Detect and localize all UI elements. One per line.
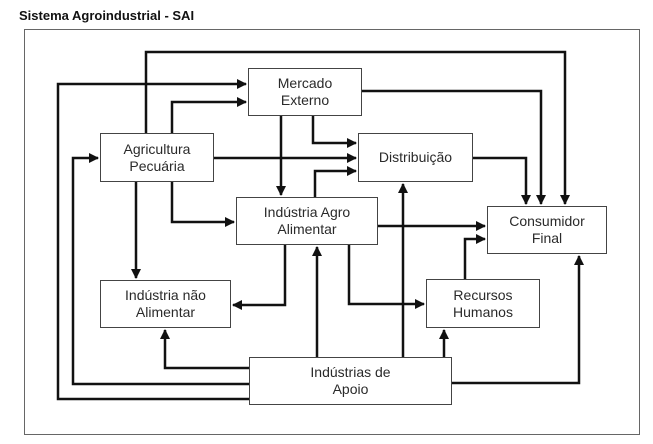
- diagram-frame: [24, 29, 640, 435]
- edge-mercado-distribuicao: [311, 116, 357, 148]
- edge-apoio-consumidor: [452, 255, 584, 385]
- node-consumidor-final: Consumidor Final: [487, 206, 607, 254]
- diagram-title: Sistema Agroindustrial - SAI: [19, 8, 195, 23]
- node-industria-agro-alimentar: Indústria Agro Alimentar: [236, 197, 378, 245]
- edge-apoio-mercado: [56, 79, 249, 401]
- edge-agricultura-consumidor: [144, 50, 570, 205]
- edge-agro-rh: [347, 245, 425, 309]
- node-label: Distribuição: [378, 149, 453, 165]
- edge-distribuicao-consumidor: [473, 156, 531, 205]
- edge-rh-consumidor: [463, 234, 486, 279]
- edge-agricultura-mercado: [170, 97, 247, 133]
- node-label: Indústrias de Apoio: [310, 364, 391, 397]
- node-label: Recursos Humanos: [453, 286, 513, 320]
- node-recursos-humanos: Recursos Humanos: [426, 279, 540, 328]
- edge-apoio-nao-alimentar: [160, 329, 249, 370]
- node-industria-nao-alimentar: Indústria não Alimentar: [100, 280, 231, 328]
- node-mercado-externo: Mercado Externo: [248, 68, 362, 116]
- node-label: Mercado Externo: [277, 75, 333, 108]
- edge-apoio-agricultura: [71, 153, 249, 386]
- edge-agricultura-agro: [170, 182, 235, 227]
- edge-agro-distribuicao: [313, 166, 357, 197]
- node-label: Indústria Agro Alimentar: [263, 204, 351, 237]
- edge-mercado-consumidor: [362, 89, 546, 205]
- node-label: Consumidor Final: [509, 213, 585, 246]
- node-agricultura-pecuaria: Agricultura Pecuária: [100, 133, 214, 182]
- node-industrias-de-apoio: Indústrias de Apoio: [249, 357, 452, 405]
- node-distribuicao: Distribuição: [358, 133, 473, 182]
- node-label: Agricultura Pecuária: [123, 140, 191, 174]
- node-label: Indústria não Alimentar: [125, 287, 206, 320]
- edge-agro-nao-alimentar: [232, 245, 287, 310]
